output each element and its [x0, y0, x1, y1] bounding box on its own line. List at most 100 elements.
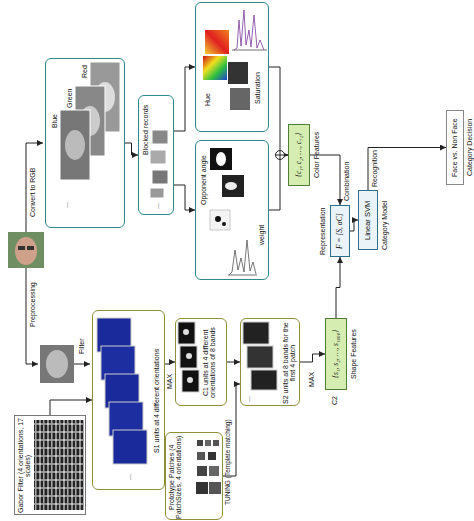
connector	[368, 148, 446, 191]
s2-map	[251, 370, 277, 390]
histogram-axis	[228, 275, 257, 276]
glasses	[18, 246, 25, 250]
node-text: Opponent angle	[200, 151, 207, 209]
ellipsis: ...	[62, 198, 69, 212]
connector	[50, 400, 92, 415]
hue-box: Hue Saturation	[195, 2, 269, 132]
node-text: Blue	[51, 109, 58, 133]
blocked-records	[150, 130, 168, 198]
block	[150, 188, 164, 198]
histogram	[229, 240, 256, 275]
c1-map	[182, 370, 199, 392]
patch	[205, 440, 211, 446]
blob	[215, 216, 221, 222]
saturation-map	[230, 88, 250, 110]
node-text: Shape Features	[350, 319, 357, 389]
node-text: Gabor Filter (4 orientations, 17 scales)	[17, 418, 32, 514]
node-text: Blocked records	[142, 100, 149, 160]
annotation: C2	[331, 394, 338, 408]
node-text: Red	[81, 61, 88, 83]
opponent-box: Opponent angleweight	[195, 140, 269, 280]
spot	[186, 353, 192, 359]
block	[152, 130, 168, 144]
face	[46, 350, 68, 378]
face	[15, 237, 37, 265]
s1-map	[113, 430, 147, 464]
opponent-maps	[210, 148, 257, 275]
rgb-images	[60, 62, 120, 180]
annotation: Category Decision	[466, 100, 473, 195]
s2-layer: S2 units at 8 bands for the first 4 patc…	[240, 318, 300, 406]
input-image	[8, 232, 44, 268]
decision-box: Face vs. Non Face	[446, 110, 464, 185]
flow-line	[74, 364, 90, 365]
node-text: Saturation	[254, 63, 261, 113]
ellipsis: ...	[125, 470, 132, 484]
spot	[187, 377, 193, 383]
patch	[197, 452, 205, 460]
node-text: F = [S, αC]	[336, 206, 344, 256]
connector	[269, 155, 288, 210]
connector	[165, 362, 175, 364]
histogram-axis	[232, 50, 267, 51]
connector	[269, 67, 288, 155]
patch	[208, 452, 216, 460]
node-text: Color Features	[313, 125, 320, 185]
glasses	[27, 246, 34, 250]
blob	[222, 222, 226, 226]
edge-label: MAX	[308, 368, 315, 390]
annotation: Category Model	[381, 195, 388, 255]
node-text: Linear SVM	[364, 191, 372, 249]
node-text: Face vs. Non Face	[451, 111, 458, 184]
node-text: S1 units at 4 different orientations	[153, 321, 160, 481]
hue-map	[205, 30, 229, 54]
histogram	[234, 10, 264, 50]
annotation: Representation	[319, 203, 326, 259]
edge-label: Combination	[343, 160, 350, 202]
angle-map	[210, 148, 232, 170]
block-group: Blocked records	[138, 95, 174, 215]
block	[150, 150, 166, 164]
flow-line	[26, 143, 43, 232]
patch	[209, 466, 219, 476]
photo-bg	[8, 232, 44, 268]
photo-bg	[40, 345, 74, 383]
patch	[213, 440, 219, 446]
s1-maps	[97, 318, 147, 464]
c1-map	[178, 322, 195, 344]
hue-map	[203, 56, 227, 80]
connector	[227, 362, 240, 363]
patch	[197, 466, 207, 476]
node-text: C1 units at 4 different orientations of …	[202, 321, 217, 405]
node-text: {c₁, c₂, …, c₇₂}	[295, 125, 303, 185]
patch	[196, 482, 208, 494]
sum-symbol	[276, 151, 285, 160]
blob	[216, 152, 226, 166]
connector	[174, 67, 195, 131]
s1-layer: S1 units at 4 different orientations	[92, 310, 165, 490]
flow-line	[26, 268, 38, 364]
prototype-box: Prototype Patches (4 PatchSizes, 4 orien…	[165, 432, 223, 520]
preprocessed-image	[40, 345, 74, 383]
node-text: Prototype Patches (4 PatchSizes, 4 orien…	[168, 435, 183, 519]
node-text: Hue	[204, 88, 211, 112]
s2-map	[247, 346, 273, 368]
s2-map	[243, 322, 269, 344]
patch	[209, 482, 221, 494]
connector	[350, 220, 358, 231]
face	[65, 130, 85, 160]
node-text: S2 units at 8 bands for the first 4 patc…	[282, 321, 297, 405]
annotation: Preprocessing	[29, 275, 36, 335]
connector	[125, 143, 138, 155]
connector	[336, 257, 340, 318]
c1-map	[180, 346, 197, 368]
channel-group: RedGreenBlue	[45, 58, 125, 228]
channel-image	[60, 110, 90, 180]
annotation: Filter	[78, 333, 85, 359]
feature-vector: {s₁, s₂, …, s₁₀₀₀}Shape Features	[325, 318, 347, 390]
filter-bank: Gabor Filter (4 orientations, 17 scales)	[14, 415, 86, 515]
prototype-patches	[196, 440, 221, 494]
